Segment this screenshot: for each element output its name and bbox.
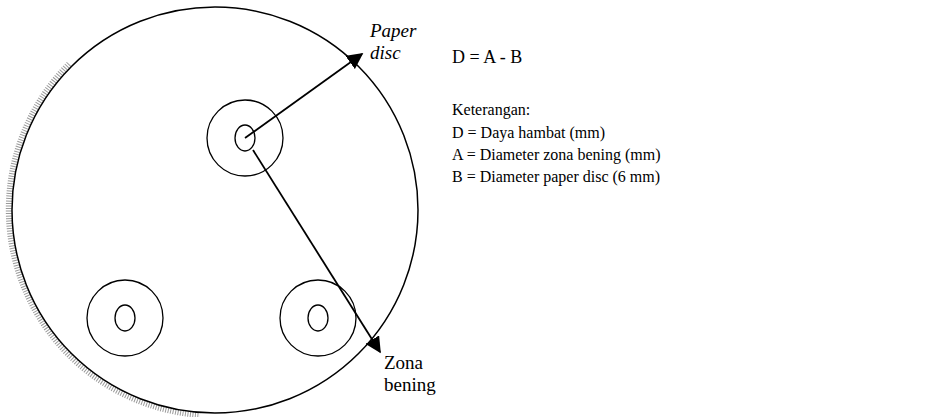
- callout-label: Paper disc: [370, 20, 430, 64]
- definition-text: B = Diameter paper disc (6 mm): [452, 168, 852, 186]
- definition-text: D = Daya hambat (mm): [452, 124, 852, 142]
- callout-label: Zona bening: [384, 352, 454, 396]
- definition-text: A = Diameter zona bening (mm): [452, 146, 852, 164]
- petri-dish: [12, 7, 418, 413]
- paper-disc: [115, 305, 135, 331]
- leader-arrow: [253, 150, 380, 352]
- leader-arrow: [245, 54, 362, 138]
- clear-zone: [87, 280, 163, 356]
- formula: D = A - B: [452, 47, 652, 68]
- legend-heading: Keterangan:: [452, 101, 752, 119]
- clear-zone: [280, 280, 356, 356]
- paper-disc: [308, 305, 328, 331]
